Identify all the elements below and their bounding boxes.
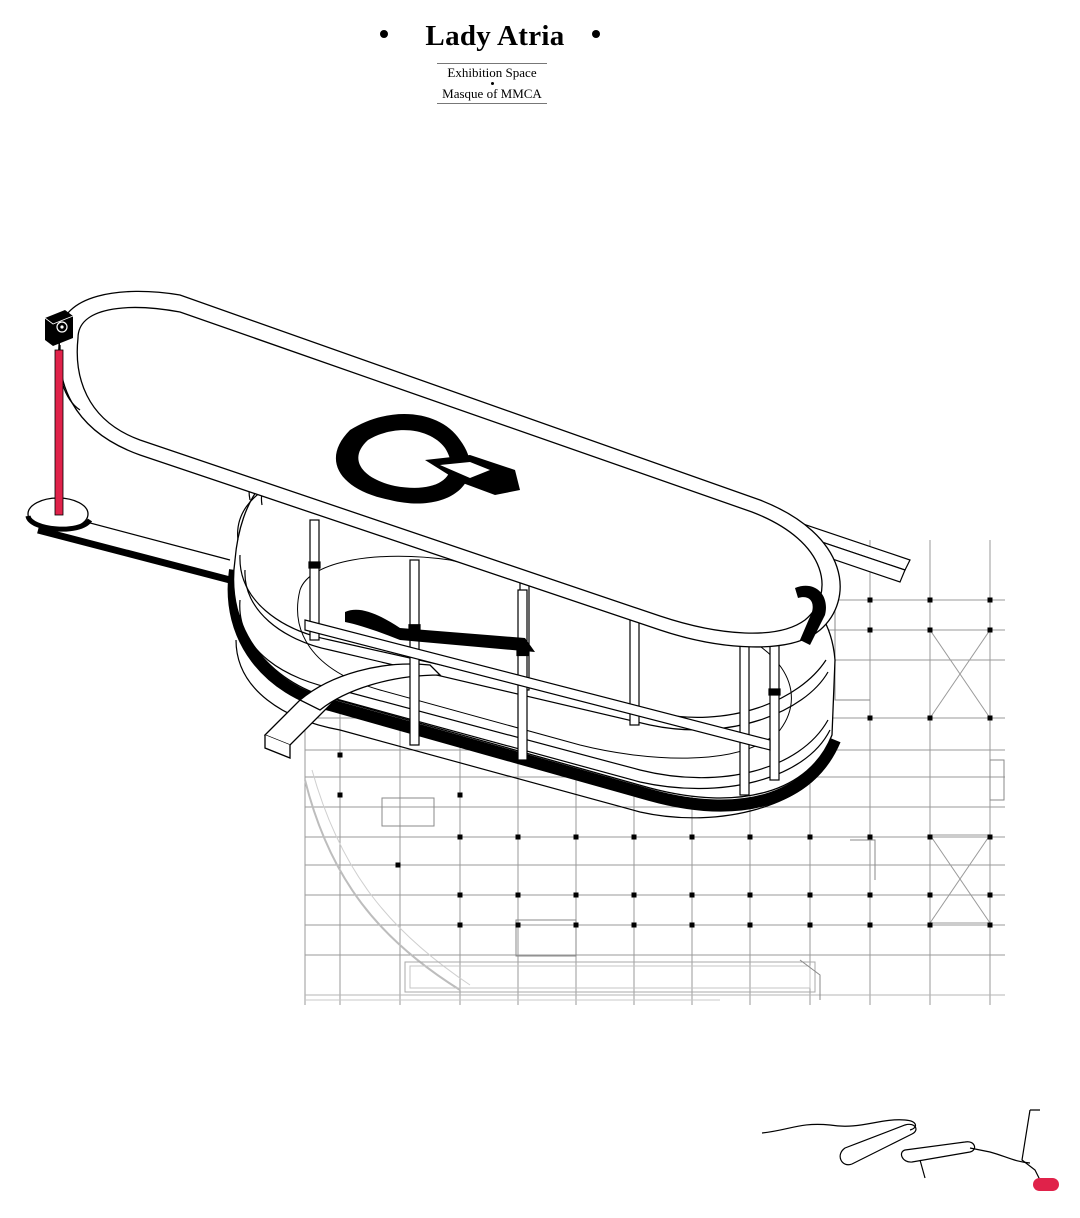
plan-column (689, 922, 695, 928)
plan-column (747, 834, 753, 840)
plan-column (457, 892, 463, 898)
plan-column (807, 922, 813, 928)
plan-column (927, 834, 933, 840)
plan-column (927, 627, 933, 633)
plan-column (573, 834, 579, 840)
plan-column (927, 922, 933, 928)
plan-column (337, 792, 343, 798)
title-bullet-left (380, 30, 388, 38)
plan-column (515, 892, 521, 898)
black-ribbon-upper (335, 413, 520, 504)
plan-long-gallery (404, 961, 816, 993)
upright-column (769, 639, 780, 781)
red-pill-marker (1033, 1178, 1059, 1191)
header: Lady Atria Exhibition Space Masque of MM… (0, 0, 1080, 120)
plan-column (395, 862, 401, 868)
plan-column (987, 892, 993, 898)
subtitle-line-2: Masque of MMCA (442, 86, 542, 101)
plan-column (631, 922, 637, 928)
title-bullet-right (592, 30, 600, 38)
subtitle-rule-bottom (437, 103, 547, 104)
plan-column (631, 834, 637, 840)
red-column (54, 349, 64, 516)
plan-column (987, 715, 993, 721)
plan-column (987, 922, 993, 928)
page-title: Lady Atria (425, 20, 565, 52)
plan-column (927, 597, 933, 603)
speaker-icon (44, 310, 74, 346)
plan-stair-block (381, 797, 435, 827)
plan-column (867, 834, 873, 840)
plan-column (337, 752, 343, 758)
plan-column (457, 792, 463, 798)
plan-column (457, 834, 463, 840)
upright-joint (308, 561, 321, 569)
plan-column (573, 922, 579, 928)
plan-column (631, 892, 637, 898)
plan-column (807, 892, 813, 898)
upright-column (309, 519, 320, 641)
plan-curved-wall (304, 779, 461, 991)
plan-column (515, 834, 521, 840)
plan-column (867, 715, 873, 721)
plan-column (867, 627, 873, 633)
plan-column (689, 834, 695, 840)
plan-column (927, 715, 933, 721)
subtitle-block: Exhibition Space Masque of MMCA (437, 63, 547, 104)
plan-column (987, 834, 993, 840)
subtitle-separator-dot (490, 82, 494, 85)
plan-column (987, 597, 993, 603)
plan-column (747, 922, 753, 928)
title-row: Lady Atria (0, 16, 1080, 60)
plan-column (515, 922, 521, 928)
plan-column (457, 922, 463, 928)
black-ribbon-lower (345, 609, 535, 652)
subtitle-rule-top (437, 63, 547, 64)
branch-walkway (263, 663, 442, 759)
key-sketch (761, 1109, 1041, 1181)
plan-column (747, 892, 753, 898)
inner-floor (297, 555, 792, 759)
black-ribbon-right (795, 585, 826, 645)
plan-column (987, 627, 993, 633)
subtitle-line-1: Exhibition Space (447, 65, 537, 80)
plan-column (867, 597, 873, 603)
plan-column (689, 892, 695, 898)
plan-column (867, 892, 873, 898)
plan-column (927, 892, 933, 898)
plan-column (867, 922, 873, 928)
plan-column (573, 892, 579, 898)
upright-joint (768, 688, 781, 696)
plan-column (807, 834, 813, 840)
